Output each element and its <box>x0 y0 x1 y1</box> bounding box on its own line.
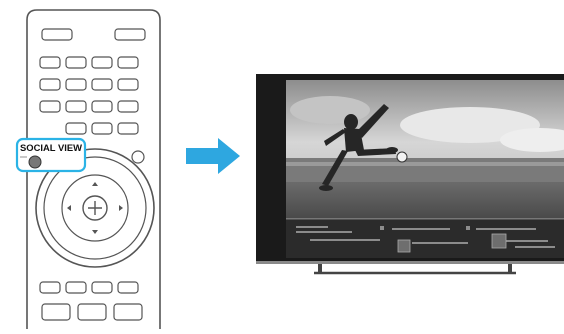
soccer-ball-icon <box>397 152 407 162</box>
social-view-button <box>29 156 41 168</box>
tv-screen <box>286 80 564 218</box>
social-view-label: SOCIAL VIEW <box>20 143 83 153</box>
social-view-overlay-bar <box>286 218 564 258</box>
tv-set <box>256 74 564 274</box>
post-avatar <box>492 234 506 248</box>
right-arrow-icon <box>186 138 240 174</box>
remote-top-right-button <box>115 29 145 40</box>
post-avatar <box>398 240 410 252</box>
remote-control: SOCIAL VIEW <box>17 10 160 329</box>
social-view-callout: SOCIAL VIEW <box>17 139 85 171</box>
remote-round-button <box>132 151 144 163</box>
remote-top-left-button <box>42 29 72 40</box>
